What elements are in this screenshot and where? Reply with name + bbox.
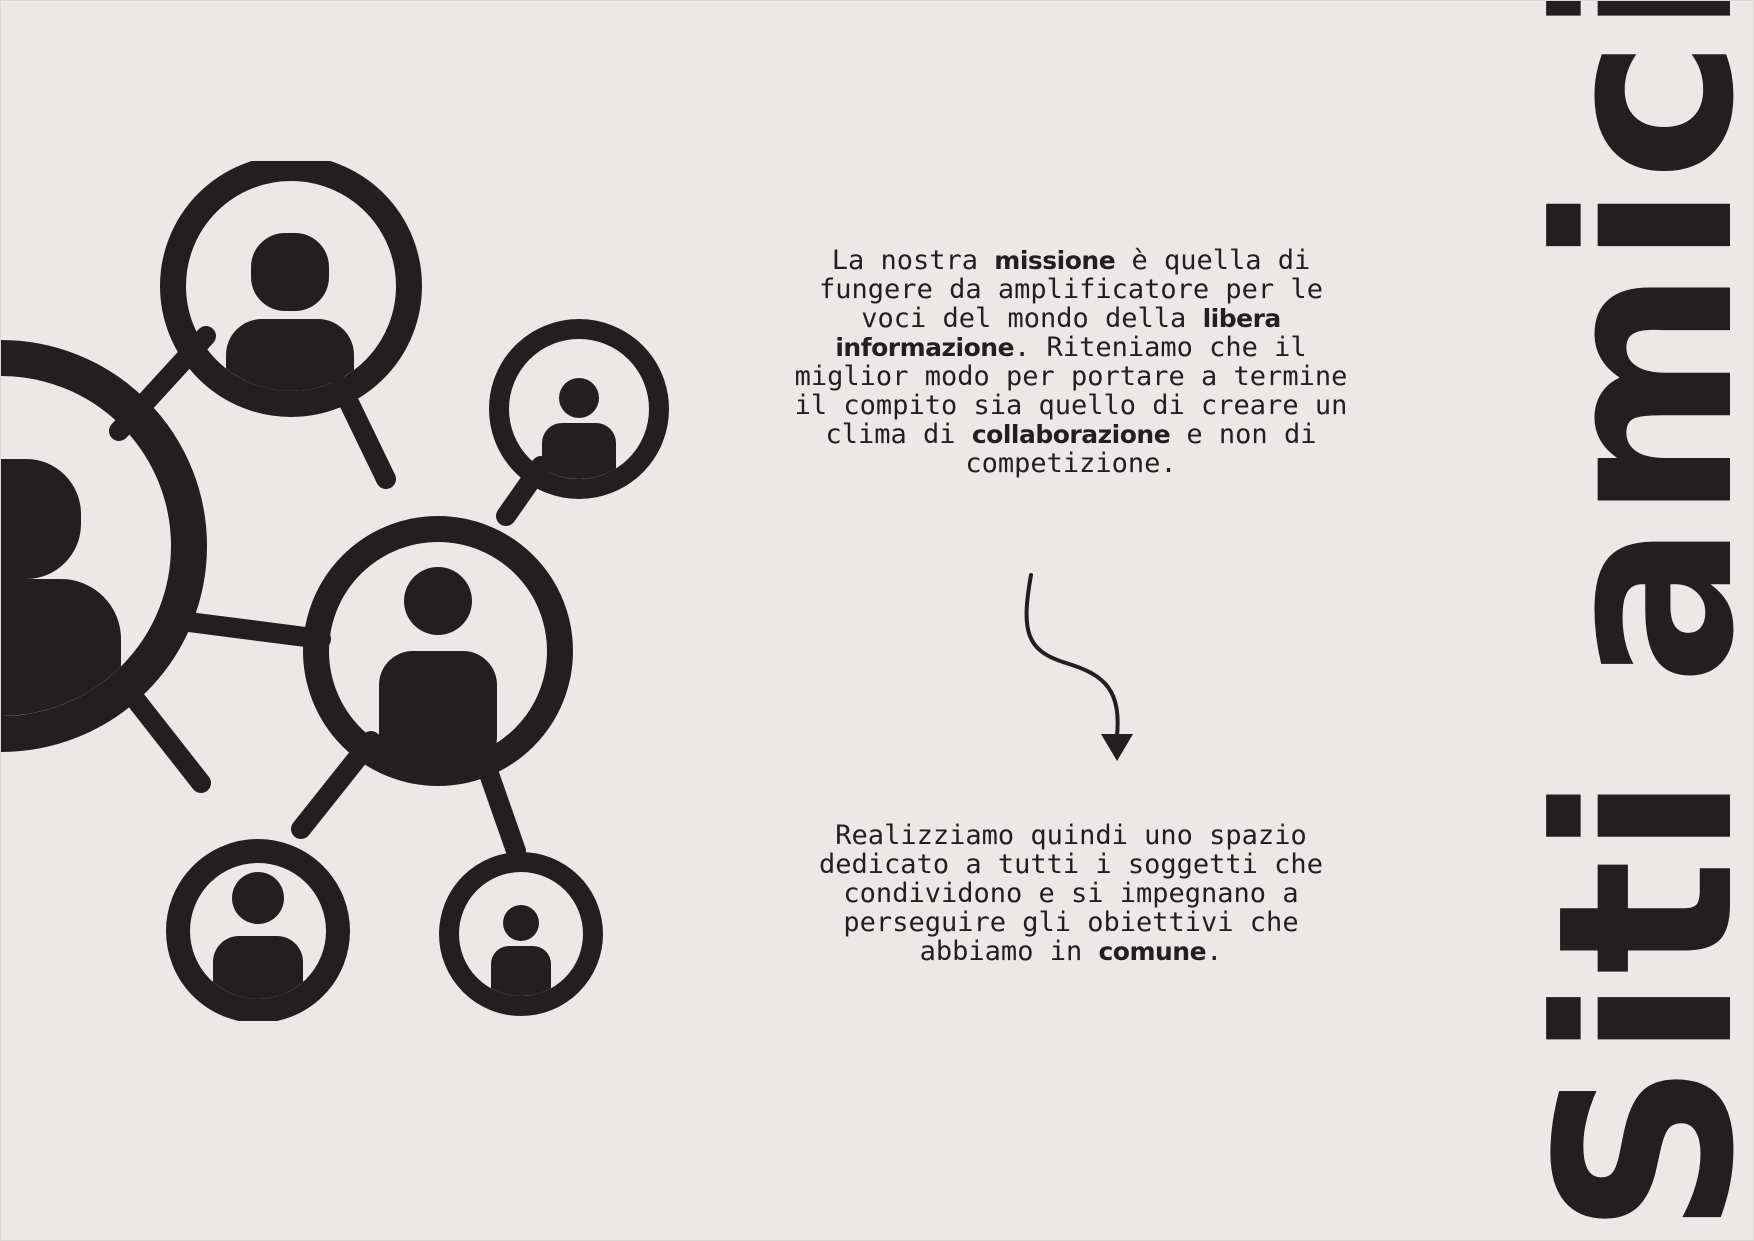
paragraph2-text-2: .	[1206, 936, 1223, 967]
curved-arrow-down-icon	[1024, 573, 1133, 761]
paragraph2-bold-comune: comune	[1098, 937, 1207, 966]
paragraph1-text-2: è quella di fungere da amplificatore per…	[819, 245, 1323, 334]
mission-paragraph: La nostra missione è quella di fungere d…	[791, 246, 1351, 478]
purpose-paragraph: Realizziamo quindi uno spazio dedicato a…	[791, 821, 1351, 966]
paragraph2-text-1: Realizziamo quindi uno spazio dedicato a…	[819, 820, 1323, 967]
people-network-icon	[1, 161, 669, 1021]
paragraph1-bold-missione: missione	[994, 246, 1116, 275]
paragraph1-text-4: e non di competizione.	[965, 419, 1317, 479]
paragraph1-text-3: . Riteniamo che il miglior modo per port…	[794, 332, 1348, 450]
paragraph1-text-1: La nostra	[831, 245, 995, 276]
paragraph1-bold-collaborazione: collaborazione	[971, 420, 1171, 449]
page-title: Siti amici	[1506, 0, 1754, 1236]
paragraph1-bold-libera-informazione: libera informazione	[835, 304, 1281, 362]
